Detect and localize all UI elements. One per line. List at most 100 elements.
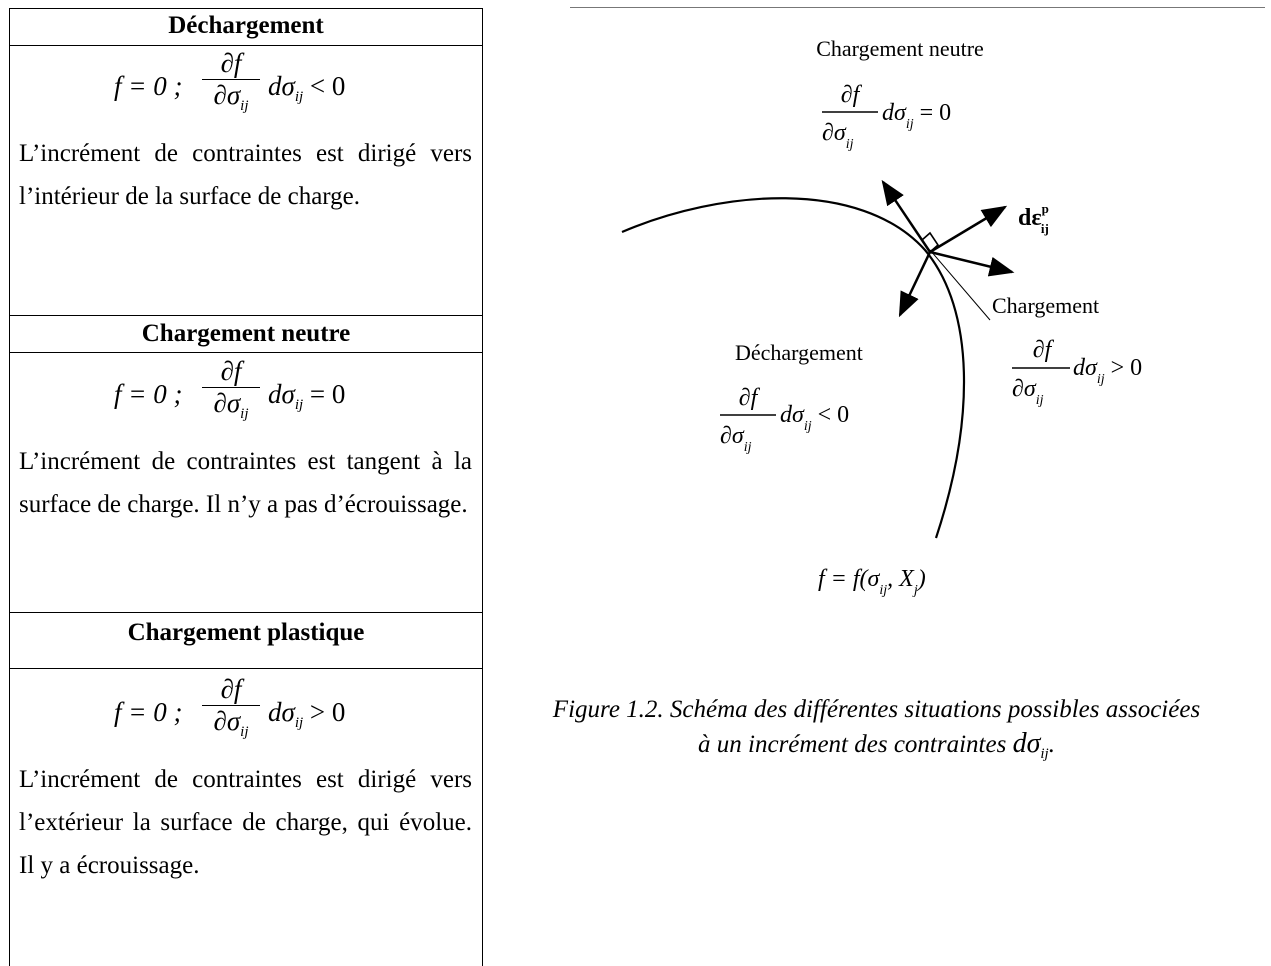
unloading-eq-den-sub: ij (744, 440, 752, 455)
neutral-eq-mid-sym: dσ (882, 100, 907, 126)
eq-fraction: ∂f ∂σij (200, 356, 262, 423)
label-unloading: Déchargement (735, 340, 863, 365)
fraction-bar (202, 387, 260, 388)
label-loading: Chargement (992, 293, 1099, 318)
surface-eq-rest: , X (887, 566, 915, 592)
eq-rel: = 0 (303, 379, 346, 409)
eq-mid-sym: dσ (268, 379, 295, 409)
figure-caption: Figure 1.2. Schéma des différentes situa… (482, 693, 1271, 771)
row-text-plastic: L’incrément de contraintes est dirigé ve… (19, 766, 472, 879)
neutral-eq-den: ∂σij (822, 120, 854, 152)
row-text-unloading: L’incrément de contraintes est dirigé ve… (19, 140, 472, 210)
loading-eq-den-sub: ij (1036, 393, 1044, 408)
unloading-eq-den: ∂σij (720, 423, 752, 455)
row-divider (10, 352, 482, 353)
neutral-eq-den-sub: ij (846, 137, 854, 152)
unloading-arrow (898, 251, 932, 318)
neutral-arrow (881, 179, 932, 253)
unloading-eq-den-sym: ∂σ (720, 423, 745, 449)
strain-sup: p (1042, 201, 1049, 216)
row-title-plastic: Chargement plastique (127, 619, 365, 646)
eq-mid: dσij < 0 (268, 71, 345, 106)
eq-mid: dσij = 0 (268, 379, 345, 414)
equation-unloading: f = 0 ; ∂f ∂σij dσij < 0 (10, 48, 482, 123)
unloading-eq-mid-sub: ij (804, 419, 812, 434)
eq-num: ∂f (220, 48, 242, 78)
eq-lhs: f = 0 ; (114, 71, 183, 101)
label-neutral: Chargement neutre (816, 36, 984, 61)
equation-neutral: f = 0 ; ∂f ∂σij dσij = 0 (10, 356, 482, 431)
caption-line-2: à un incrément des contraintes dσij. (482, 727, 1271, 771)
caption-line-2-text: à un incrément des contraintes (698, 731, 1013, 758)
loading-eq-den: ∂σij (1012, 376, 1044, 408)
eq-den-sym: ∂σ (213, 706, 241, 736)
eq-lhs: f = 0 ; (114, 697, 183, 727)
figure-top-border (570, 7, 1265, 8)
tangent-line (929, 249, 991, 321)
surface-equation: f = f(σij, Xj) (818, 566, 926, 598)
surface-eq-sub2: j (912, 583, 918, 598)
eq-den: ∂σij (200, 388, 262, 423)
yield-surface-curve (621, 197, 966, 539)
surface-eq-end: ) (916, 566, 926, 592)
eq-mid-sym: dσ (268, 71, 295, 101)
loading-eq-den-sym: ∂σ (1012, 376, 1037, 402)
eq-den-sub: ij (240, 406, 249, 422)
loading-eq-mid-sub: ij (1097, 372, 1105, 387)
fraction-bar (202, 705, 260, 706)
neutral-eq-num: ∂f (841, 82, 863, 108)
eq-rel: < 0 (303, 71, 346, 101)
eq-den-sym: ∂σ (213, 388, 241, 418)
loading-eq-rel: > 0 (1105, 355, 1143, 381)
unloading-eq-mid-sym: dσ (780, 402, 805, 428)
strain-increment-arrow (929, 205, 1008, 254)
loading-cases-table: Déchargement f = 0 ; ∂f ∂σij dσij < 0 L’… (9, 8, 483, 966)
unloading-eq-mid: dσij < 0 (780, 402, 849, 434)
label-strain-increment: dεp ij (1018, 201, 1049, 236)
surface-eq-sub: ij (879, 583, 887, 598)
eq-lhs: f = 0 ; (114, 379, 183, 409)
unloading-eq-rel: < 0 (812, 402, 850, 428)
loading-eq-mid-sym: dσ (1073, 355, 1098, 381)
neutral-equation: ∂f ∂σij dσij = 0 (822, 82, 951, 152)
loading-eq-num: ∂f (1033, 337, 1055, 363)
eq-num: ∂f (220, 674, 242, 704)
eq-den-sub: ij (240, 724, 249, 740)
caption-symbol: dσ (1012, 728, 1041, 759)
table-border-top (10, 8, 482, 9)
eq-mid-sub: ij (294, 89, 304, 105)
equation-plastic: f = 0 ; ∂f ∂σij dσij > 0 (10, 674, 482, 749)
eq-mid-sub: ij (294, 397, 304, 413)
row-divider (10, 612, 482, 613)
row-text-neutral: L’incrément de contraintes est tangent à… (19, 448, 472, 518)
eq-den-sym: ∂σ (213, 80, 241, 110)
caption-end: . (1048, 731, 1055, 758)
eq-mid-sub: ij (294, 715, 304, 731)
neutral-eq-mid-sub: ij (906, 117, 914, 132)
eq-den-sub: ij (240, 98, 249, 114)
surface-eq-start: f = f(σ (818, 566, 881, 592)
loading-eq-mid: dσij > 0 (1073, 355, 1142, 387)
caption-subscript: ij (1040, 746, 1049, 762)
row-title-neutral: Chargement neutre (141, 320, 351, 347)
loading-equation: ∂f ∂σij dσij > 0 (1012, 337, 1142, 408)
eq-fraction: ∂f ∂σij (200, 48, 262, 115)
eq-rel: > 0 (303, 697, 346, 727)
row-title-unloading: Déchargement (168, 12, 324, 39)
neutral-eq-mid: dσij = 0 (882, 100, 951, 132)
unloading-equation: ∂f ∂σij dσij < 0 (720, 385, 849, 455)
eq-fraction: ∂f ∂σij (200, 674, 262, 741)
eq-den: ∂σij (200, 80, 262, 115)
strain-sub: ij (1041, 221, 1049, 236)
row-divider (10, 315, 482, 316)
right-angle-marker (921, 231, 940, 253)
row-divider (10, 45, 482, 46)
strain-sym: dε (1018, 205, 1042, 231)
neutral-eq-den-sym: ∂σ (822, 120, 847, 146)
loading-arrow (929, 250, 1015, 277)
fraction-bar (202, 79, 260, 80)
eq-mid-sym: dσ (268, 697, 295, 727)
row-divider (10, 668, 482, 669)
